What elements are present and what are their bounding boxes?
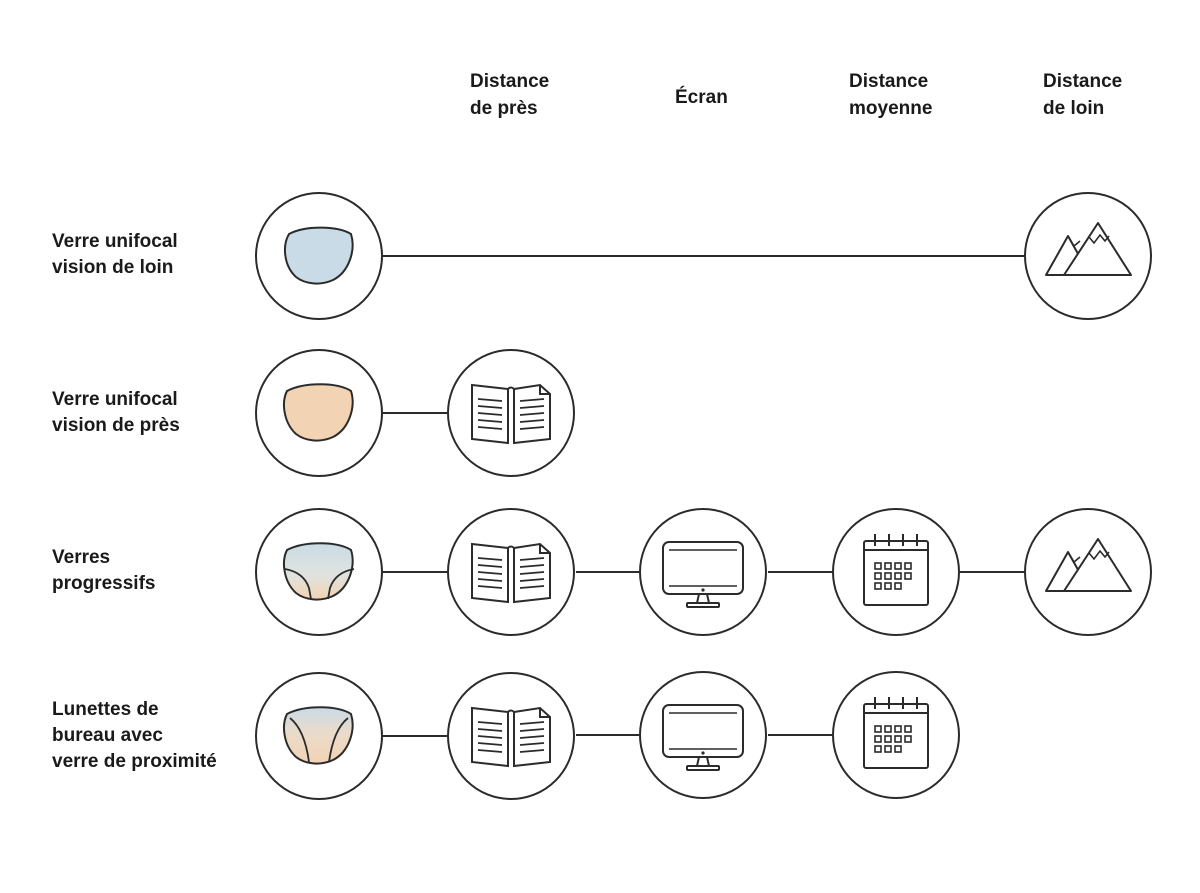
row-label-near-lens: Verre unifocal vision de près	[52, 389, 180, 436]
row-label-distance-lens: Verre unifocal vision de loin	[52, 231, 178, 278]
row-label-office-lens: Lunettes de bureau avec verre de proximi…	[52, 699, 217, 772]
lens-near-node	[255, 349, 383, 477]
column-header-far: Distance de loin	[1043, 71, 1123, 119]
lens-distance-icon	[283, 226, 354, 285]
calendar-icon	[863, 696, 929, 769]
lens-near-icon	[283, 383, 354, 442]
book-node	[447, 349, 575, 477]
lens-office-node	[255, 672, 383, 800]
book-node	[447, 672, 575, 800]
lens-distance-node	[255, 192, 383, 320]
column-header-mid: Distance moyenne	[849, 71, 933, 119]
book-node	[447, 508, 575, 636]
column-header-near: Distance de près	[470, 71, 550, 119]
calendar-node	[832, 671, 960, 799]
connector-lines-row-4	[383, 734, 832, 737]
calendar-node	[832, 508, 960, 636]
lens-office-icon	[283, 706, 354, 765]
mountain-node	[1024, 192, 1152, 320]
monitor-node	[639, 508, 767, 636]
lens-progressive-node	[255, 508, 383, 636]
row-label-progressive-lens: Verres progressifs	[52, 547, 156, 594]
lens-progressive-icon	[283, 542, 354, 601]
mountain-node	[1024, 508, 1152, 636]
calendar-icon	[863, 533, 929, 606]
column-header-screen: Écran	[675, 87, 728, 108]
monitor-node	[639, 671, 767, 799]
